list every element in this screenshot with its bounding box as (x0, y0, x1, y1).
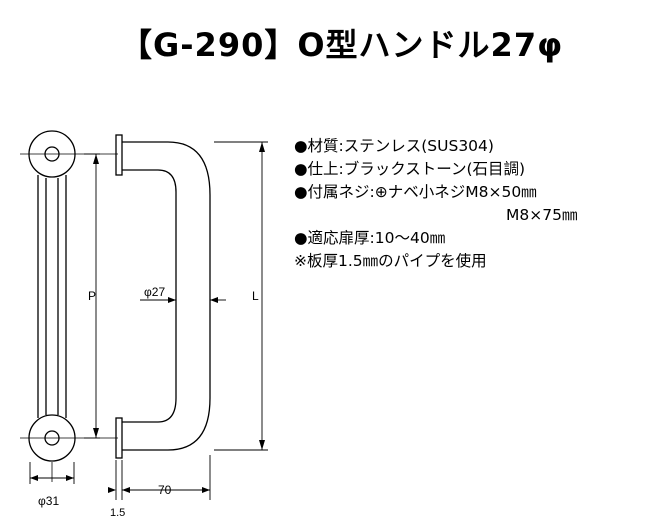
dim-plate: 1.5 (110, 507, 125, 519)
handle-outline (122, 141, 211, 451)
page-title: 【G-290】O型ハンドル27φ (120, 26, 564, 64)
spec-list: ●材質:ステンレス(SUS304) ●仕上:ブラックストーン(石目調) ●付属ネ… (294, 135, 634, 273)
dim-depth: 70 (158, 483, 172, 497)
side-plate-top (115, 134, 123, 176)
spec-screws-alt: M8×75㎜ (506, 206, 578, 224)
dim-p-label: P (88, 289, 96, 303)
side-plate-bottom (115, 417, 123, 459)
dim-pipe-dia: φ27 (144, 285, 165, 299)
spec-screws: ●付属ネジ:⊕ナベ小ネジM8×50㎜ (294, 183, 537, 201)
spec-finish: ●仕上:ブラックストーン(石目調) (294, 160, 526, 178)
spec-note: ※板厚1.5㎜のパイプを使用 (294, 252, 487, 270)
spec-material: ●材質:ステンレス(SUS304) (294, 137, 494, 155)
spec-door-thickness: ●適応扉厚:10～40㎜ (294, 229, 446, 247)
dim-l-label: L (252, 289, 259, 303)
dim-base-dia: φ31 (38, 494, 59, 508)
